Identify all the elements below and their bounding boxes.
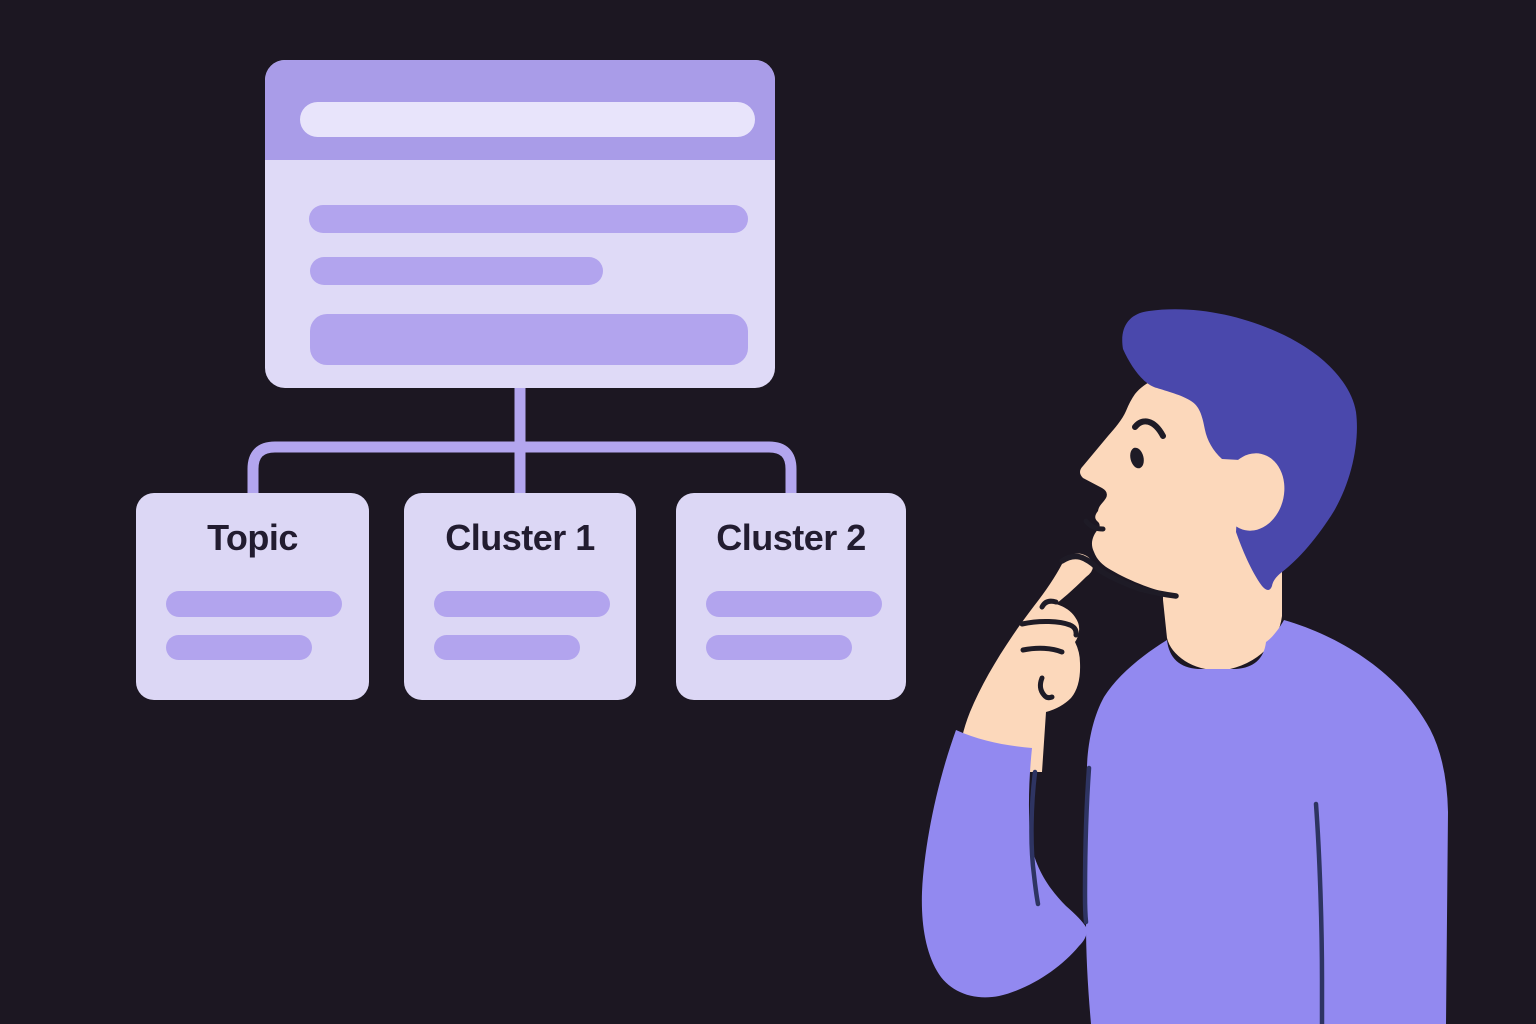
connector — [247, 388, 797, 493]
sleeve-seam — [1029, 769, 1041, 907]
child-card-topic: Topic — [136, 493, 369, 700]
finger-curl-line-2 — [1020, 645, 1065, 655]
header-skeleton-line — [300, 102, 755, 137]
torso-seam-right — [1313, 801, 1325, 1024]
chin-finger-outline — [1059, 553, 1179, 599]
child-skeleton-line-1 — [434, 591, 610, 617]
finger-curl-line-1 — [1019, 619, 1079, 638]
body-skeleton-line-3 — [310, 314, 748, 365]
child-card-cluster-2: Cluster 2 — [676, 493, 906, 700]
finger-knuckle-line — [1039, 598, 1059, 610]
parent-card — [265, 60, 775, 388]
child-card-cluster-1: Cluster 1 — [404, 493, 636, 700]
child-card-title: Cluster 1 — [445, 517, 595, 558]
hair — [1122, 309, 1357, 590]
child-skeleton-line-2 — [166, 635, 312, 660]
thumb-line — [1037, 675, 1055, 701]
child-skeleton-line-1 — [166, 591, 342, 617]
torso-seam-left — [1082, 765, 1092, 925]
parent-card-header — [265, 60, 775, 160]
body-skeleton-line-1 — [309, 205, 748, 233]
child-skeleton-line-2 — [434, 635, 580, 660]
hand — [958, 553, 1093, 772]
body-skeleton-line-2 — [310, 257, 603, 285]
eye — [1130, 447, 1144, 469]
sleeve — [921, 730, 1087, 998]
torso — [1086, 620, 1448, 1024]
ear — [1221, 453, 1285, 531]
child-skeleton-line-2 — [706, 635, 852, 660]
eyebrow-icon — [1132, 418, 1166, 439]
child-skeleton-line-1 — [706, 591, 882, 617]
child-card-title: Topic — [207, 517, 298, 558]
child-card-title: Cluster 2 — [716, 517, 866, 558]
mouth — [1083, 518, 1106, 532]
